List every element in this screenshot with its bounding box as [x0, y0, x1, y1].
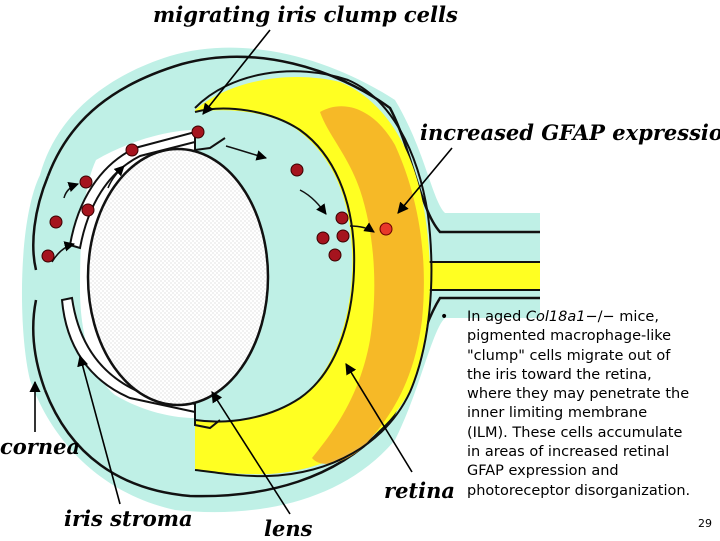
- clump-cell: [336, 229, 350, 243]
- caption-line: where they may penetrate the: [467, 386, 690, 403]
- clump-cell: [81, 203, 95, 217]
- label-iris-stroma: iris stroma: [64, 506, 193, 531]
- clump-cell: [328, 248, 342, 262]
- caption-line: in areas of increased retinal: [467, 444, 670, 461]
- retina-outer-boundary: [194, 70, 433, 478]
- gene-name: Col18a1: [525, 309, 586, 325]
- migration-arrow: [349, 222, 375, 233]
- caption-line: (ILM). These cells accumulate: [467, 424, 683, 441]
- clump-cell: [125, 143, 139, 157]
- clump-cell: [316, 231, 330, 245]
- label-migrating-iris-clump-cells: migrating iris clump cells: [153, 2, 458, 27]
- clump-cell: [335, 211, 349, 225]
- caption-note: In aged Col18a1−/− mice, pigmented macro…: [467, 308, 717, 501]
- migration-arrow: [107, 165, 125, 189]
- pointer-lens: [211, 391, 291, 515]
- ciliary-body-upper: [194, 132, 226, 152]
- migration-arrow: [299, 189, 327, 215]
- caption-line: inner limiting membrane: [467, 405, 648, 422]
- caption-line: the iris toward the retina,: [467, 366, 652, 383]
- pointer-iris-stroma: [77, 354, 121, 505]
- clump-cell: [79, 175, 93, 189]
- optic-nerve: [420, 262, 540, 290]
- migration-arrow: [51, 241, 76, 263]
- migration-arrow: [225, 145, 268, 161]
- gfap-cell: [379, 222, 393, 236]
- migration-arrow: [63, 182, 79, 199]
- caption-line: In aged Col18a1−/− mice,: [467, 309, 659, 325]
- caption-line: photoreceptor disorganization.: [467, 482, 691, 499]
- lens: [86, 147, 270, 407]
- clump-cell: [290, 163, 304, 177]
- label-increased-gfap-expression: increased GFAP expression: [420, 120, 720, 145]
- gfap-zone: [312, 106, 424, 464]
- clump-cell: [191, 125, 205, 139]
- clump-cell: [41, 249, 55, 263]
- caption-line: "clump" cells migrate out of: [467, 347, 671, 364]
- caption-line: pigmented macrophage-like: [467, 328, 672, 345]
- cornea-line-lower: [31, 299, 47, 391]
- label-lens: lens: [264, 516, 313, 541]
- label-retina: retina: [384, 478, 455, 503]
- bullet-marker: •: [440, 309, 449, 325]
- clump-cell: [49, 215, 63, 229]
- label-cornea: cornea: [0, 434, 81, 459]
- page-number: 29: [698, 517, 712, 530]
- clump-cells: [41, 125, 350, 263]
- pointer-retina: [345, 363, 413, 473]
- caption-line: GFAP expression and: [467, 463, 619, 480]
- pointer-gfap: [397, 147, 453, 214]
- cornea-line: [32, 175, 50, 271]
- ciliary-body-lower: [194, 404, 221, 430]
- retina-inner-boundary: [194, 107, 356, 423]
- pointer-migrating: [202, 29, 271, 115]
